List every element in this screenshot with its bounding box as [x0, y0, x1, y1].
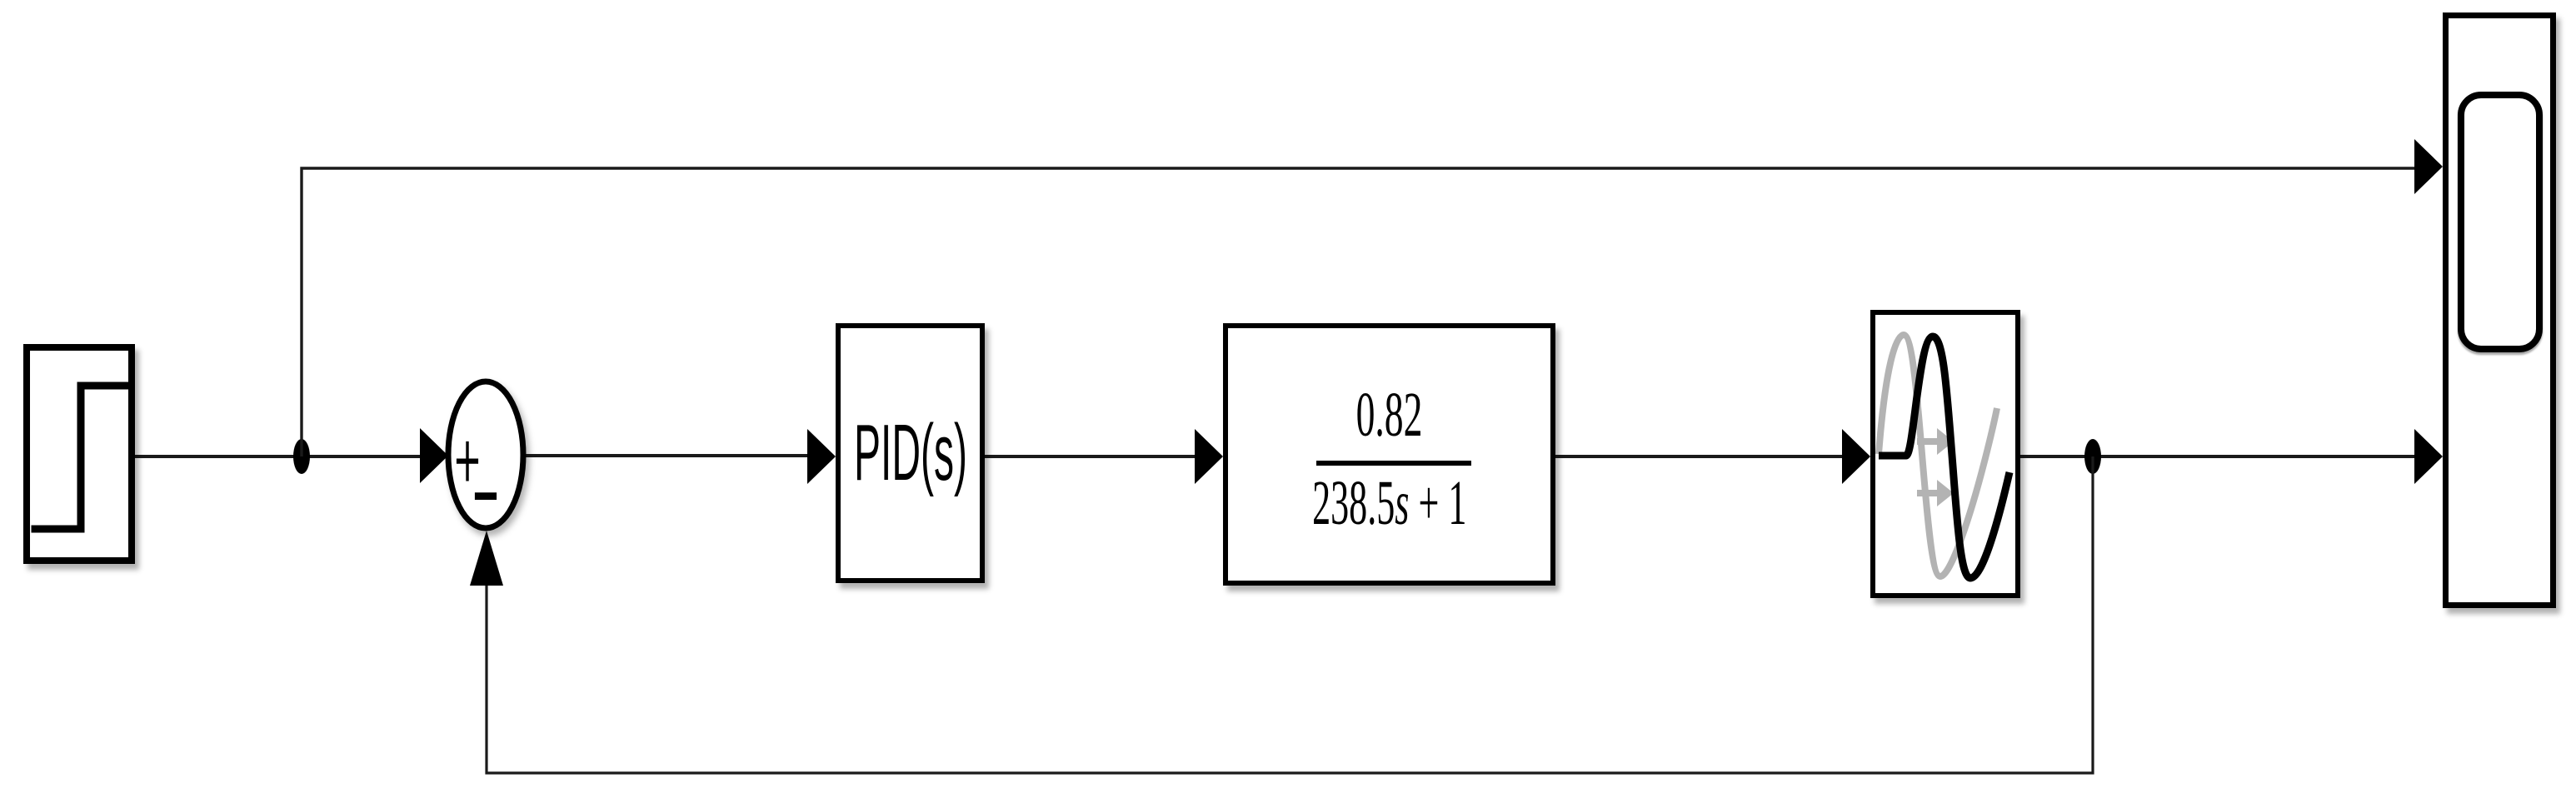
wire-feedback[interactable] [485, 456, 2094, 775]
transport-delay-block[interactable] [1870, 310, 2020, 598]
original-sine-curve [1875, 331, 2000, 581]
transfer-fcn-numerator-row: 0.82 [1228, 383, 1550, 446]
arrowhead-into-pid [807, 429, 836, 484]
denominator-coefficient: 238.5 [1311, 468, 1395, 538]
delay-arrow-top-head [1937, 428, 1954, 455]
arrowhead-into-scope-input2 [2414, 429, 2443, 484]
laplace-variable-s: s [1395, 468, 1410, 538]
wire-branch-to-scope-input1[interactable] [300, 167, 2416, 456]
step-signal-icon [31, 382, 128, 533]
arrowhead-into-sum-feedback [470, 531, 503, 586]
transfer-fcn-block[interactable]: 0.82 238.5s + 1 [1223, 323, 1555, 586]
sum-ellipse [445, 378, 527, 531]
sum-minus-sign: − [471, 458, 500, 531]
step-block[interactable] [23, 344, 135, 564]
delayed-sine-curve [1879, 332, 2014, 582]
pid-label: PID(s) [853, 408, 967, 497]
delayed-sine-icon [1875, 331, 2014, 582]
scope-block[interactable] [2443, 12, 2556, 608]
arrowhead-into-transfer-fcn [1195, 429, 1223, 484]
transfer-fcn-denominator: 238.5s + 1 [1312, 471, 1466, 535]
delay-arrow-bottom-head [1937, 480, 1954, 506]
arrowhead-into-sum [420, 428, 448, 483]
transfer-fcn-numerator: 0.82 [1355, 380, 1423, 450]
sum-plus-sign: + [452, 423, 482, 496]
arrowhead-into-scope-input1 [2414, 139, 2443, 194]
scope-screen-icon [2458, 92, 2543, 352]
arrowhead-into-transport-delay [1842, 429, 1870, 484]
transfer-fcn-denominator-row: 238.5s + 1 [1228, 471, 1550, 535]
sum-block[interactable]: + − [440, 373, 532, 536]
fraction-bar [1316, 461, 1471, 466]
denominator-tail: + 1 [1409, 468, 1467, 538]
pid-controller-block[interactable]: PID(s) [836, 323, 985, 583]
